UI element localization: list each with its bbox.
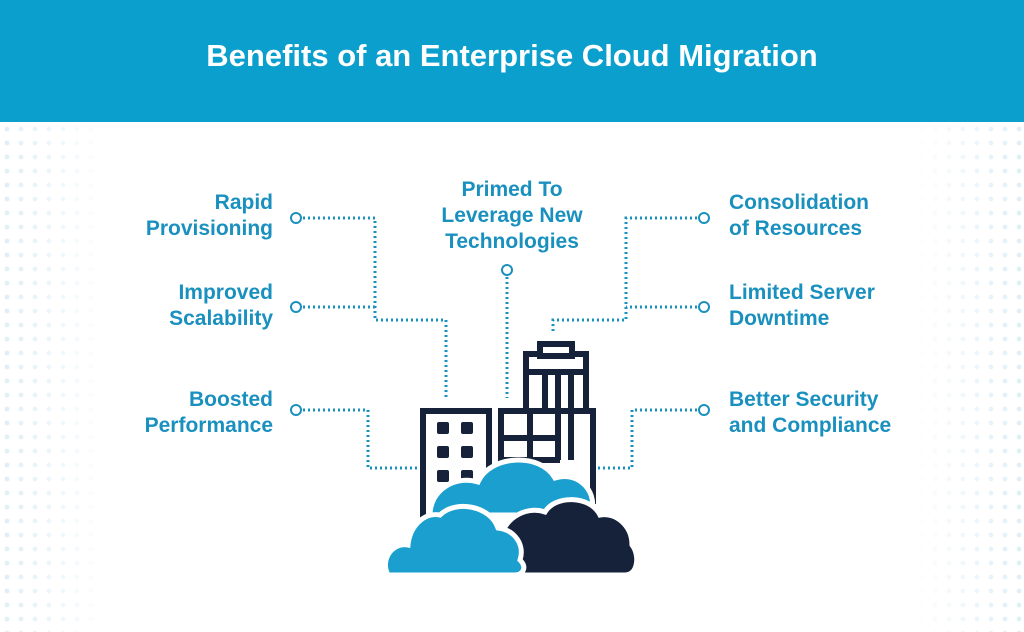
decorative-dot-pattern-left bbox=[0, 122, 110, 632]
benefit-primed-new-technologies: Primed To Leverage New Technologies bbox=[412, 177, 612, 255]
decorative-dot-pattern-right bbox=[914, 122, 1024, 632]
benefit-label-line: Scalability bbox=[169, 307, 273, 330]
building-windows bbox=[437, 422, 473, 482]
benefit-label-line: Downtime bbox=[729, 307, 830, 330]
connector-circles bbox=[290, 212, 710, 416]
benefit-label-line: Primed To bbox=[461, 178, 563, 201]
connector-lines bbox=[303, 216, 697, 470]
benefit-rapid-provisioning: Rapid Provisioning bbox=[146, 190, 273, 242]
benefit-label-line: Technologies bbox=[445, 230, 579, 253]
page-title: Benefits of an Enterprise Cloud Migratio… bbox=[206, 38, 818, 73]
clouds-icon bbox=[383, 457, 640, 578]
benefit-label-line: Consolidation bbox=[729, 191, 869, 214]
benefit-label-line: and Compliance bbox=[729, 414, 892, 437]
benefit-limited-downtime: Limited Server Downtime bbox=[729, 280, 875, 332]
benefit-label-line: Better Security bbox=[729, 388, 879, 411]
benefit-label-line: Boosted bbox=[189, 388, 273, 411]
benefit-label-line: Leverage New bbox=[441, 204, 583, 227]
benefit-better-security: Better Security and Compliance bbox=[729, 387, 891, 439]
header-banner: Benefits of an Enterprise Cloud Migratio… bbox=[0, 0, 1024, 122]
benefit-improved-scalability: Improved Scalability bbox=[169, 280, 273, 332]
benefit-label-line: of Resources bbox=[729, 217, 863, 240]
benefit-label-line: Limited Server bbox=[729, 281, 875, 304]
benefit-label-line: Rapid bbox=[214, 191, 273, 214]
benefit-label-line: Improved bbox=[178, 281, 273, 304]
benefit-boosted-performance: Boosted Performance bbox=[145, 387, 273, 439]
benefit-label-line: Performance bbox=[144, 414, 273, 437]
benefit-label-line: Provisioning bbox=[145, 217, 273, 240]
benefit-consolidation: Consolidation of Resources bbox=[729, 190, 869, 242]
